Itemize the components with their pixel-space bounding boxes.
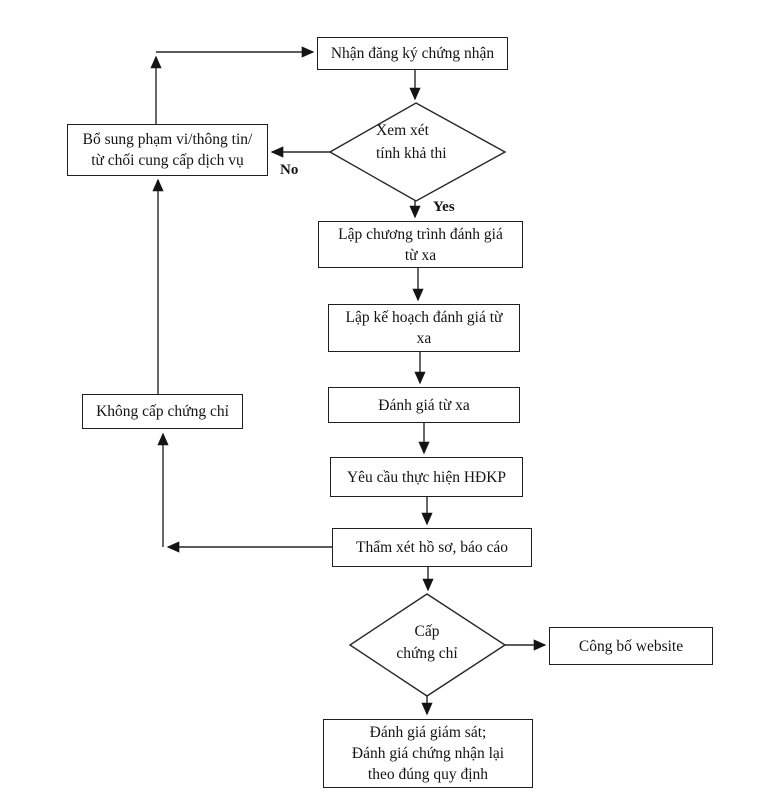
decision-feasibility-diamond (328, 102, 507, 202)
edge-label-no: No (280, 162, 299, 178)
decision-feasibility-label: Xem xét tính khả thi (376, 122, 447, 162)
node-remote-audit-plan: Lập kế hoạch đánh giá từ xa (328, 304, 520, 352)
decision-certify-label: Cấp chứng chỉ (396, 623, 458, 662)
node-corrective-action-request: Yêu cầu thực hiện HĐKP (330, 457, 523, 497)
node-no-certificate: Không cấp chứng chỉ (82, 394, 243, 429)
node-receive-registration: Nhận đăng ký chứng nhận (317, 37, 508, 70)
node-supplement-scope-or-refuse: Bổ sung phạm vi/thông tin/ từ chối cung … (67, 124, 268, 176)
decision-certify-diamond (348, 593, 507, 697)
node-dossier-review: Thẩm xét hồ sơ, báo cáo (332, 528, 532, 567)
node-remote-audit: Đánh giá từ xa (328, 387, 520, 423)
node-surveillance-recertification: Đánh giá giám sát; Đánh giá chứng nhận l… (323, 719, 533, 788)
node-remote-audit-program: Lập chương trình đánh giá từ xa (318, 221, 523, 268)
edge-label-yes: Yes (433, 199, 455, 215)
node-publish-website: Công bố website (549, 627, 713, 665)
